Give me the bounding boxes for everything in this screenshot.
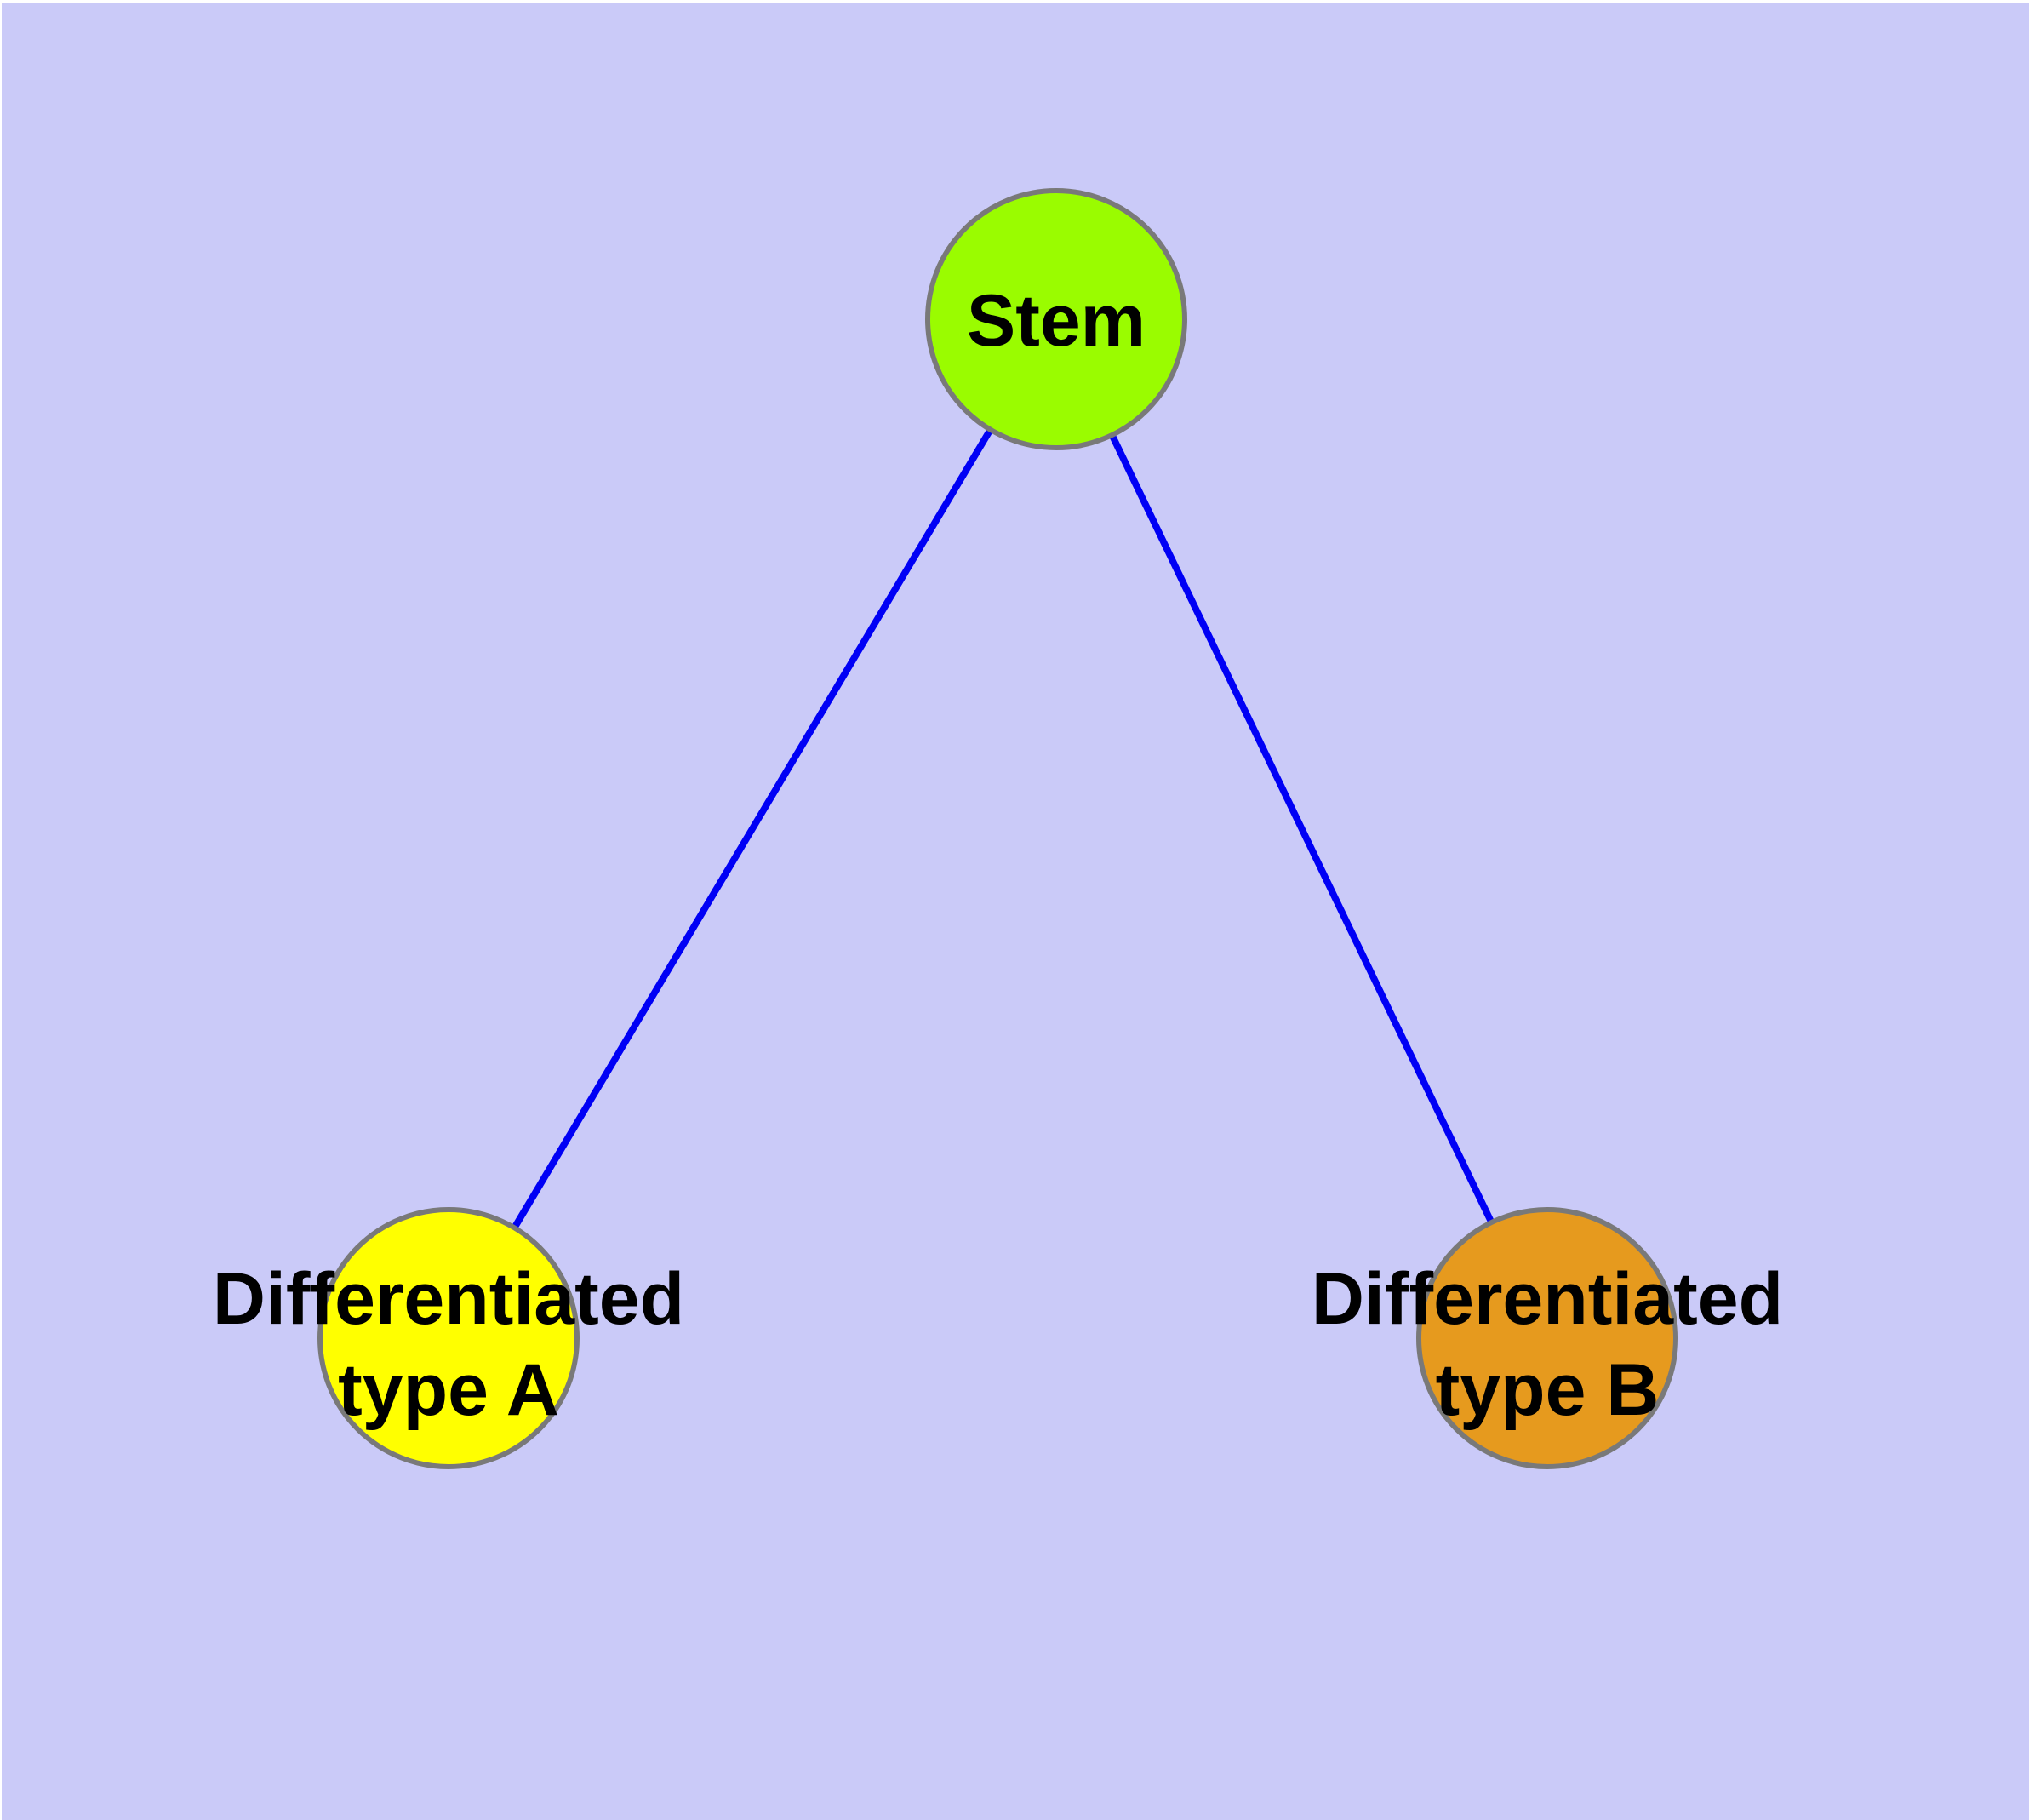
node-label-stem: Stem: [967, 280, 1146, 362]
graph-node-diff-b: [1416, 1207, 1678, 1469]
graph-node-stem: [925, 188, 1187, 450]
graph-edge-stem-diff-a: [445, 317, 1060, 1341]
graph-edge-stem-diff-b: [1053, 318, 1551, 1340]
node-layer: [317, 188, 1678, 1469]
edge-layer: [445, 317, 1551, 1341]
graph-node-diff-a: [317, 1207, 580, 1469]
